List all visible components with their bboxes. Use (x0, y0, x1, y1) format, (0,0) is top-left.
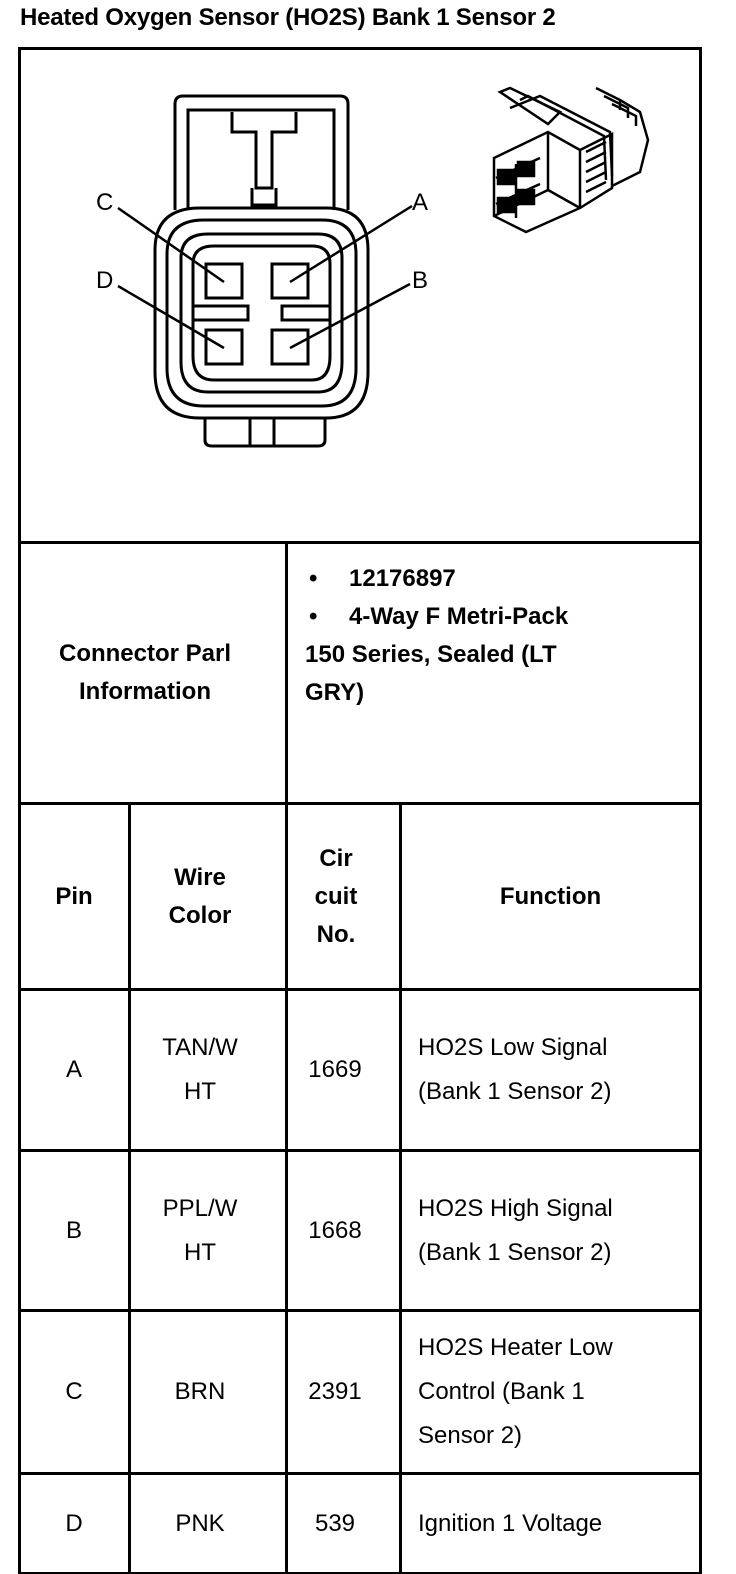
row-c-wire-color: BRN (174, 1378, 226, 1405)
connector-face-view (117, 94, 413, 448)
row-d-function: Ignition 1 Voltage (418, 1509, 603, 1537)
frame-right-border (699, 47, 702, 1574)
pin-column-divider (128, 802, 131, 1574)
header-pin: Pin (55, 882, 93, 910)
row-c-function: HO2S Heater Low Control (Bank 1 Sensor 2… (418, 1334, 613, 1449)
connector-type-item: • 4-Way F Metri-Pack (305, 598, 685, 636)
bullet-symbol: • (309, 565, 318, 592)
connector-iso-view (492, 86, 650, 234)
row-a-circuit: 1669 (308, 1056, 362, 1083)
header-row-divider (18, 988, 702, 991)
pin-label-d: D (96, 267, 113, 294)
connector-type: 4-Way F Metri-Pack (349, 603, 569, 630)
row-b-divider (18, 1309, 702, 1312)
connector-info-label: Connector Parl Information (58, 640, 232, 705)
row-c-divider (18, 1472, 702, 1475)
pin-label-a: A (412, 189, 428, 216)
header-circuit-number: Cir cuit No. (314, 844, 358, 948)
row-b-circuit: 1668 (308, 1216, 362, 1244)
row-b-wire-color: PPL/W HT (162, 1194, 238, 1266)
row-d-wire-color: PNK (175, 1509, 225, 1537)
pin-label-b: B (412, 267, 428, 294)
header-wire-color: Wire Color (168, 863, 232, 929)
info-bottom-divider (18, 802, 702, 805)
row-b-pin: B (65, 1216, 82, 1244)
row-a-divider (18, 1149, 702, 1152)
row-c-circuit: 2391 (308, 1378, 362, 1405)
row-c-pin: C (65, 1378, 83, 1405)
bullet-symbol: • (309, 603, 318, 630)
connector-info-details: • 12176897 • 4-Way F Metri-Pack 150 Seri… (305, 560, 685, 712)
row-d-pin: D (65, 1509, 83, 1537)
connector-diagram: C A D B (96, 86, 650, 448)
row-d-circuit: 539 (314, 1509, 356, 1537)
row-a-wire-color: TAN/W HT (162, 1034, 238, 1105)
header-function: Function (499, 882, 602, 910)
pin-label-c: C (96, 189, 113, 216)
circuit-column-divider (399, 802, 402, 1574)
frame-top-border (19, 47, 702, 50)
row-a-function: HO2S Low Signal (Bank 1 Sensor 2) (418, 1034, 612, 1105)
row-b-function: HO2S High Signal (Bank 1 Sensor 2) (418, 1194, 613, 1266)
part-number: 12176897 (349, 565, 456, 592)
frame-left-border (18, 47, 21, 1574)
part-number-item: • 12176897 (305, 560, 685, 598)
connector-type-continuation: 150 Series, Sealed (LT GRY) (305, 641, 557, 706)
diagram-divider (18, 541, 702, 544)
frame-bottom-border (18, 1572, 702, 1574)
page-title: Heated Oxygen Sensor (HO2S) Bank 1 Senso… (20, 4, 556, 31)
row-a-pin: A (65, 1056, 82, 1083)
info-divider (285, 541, 288, 1574)
